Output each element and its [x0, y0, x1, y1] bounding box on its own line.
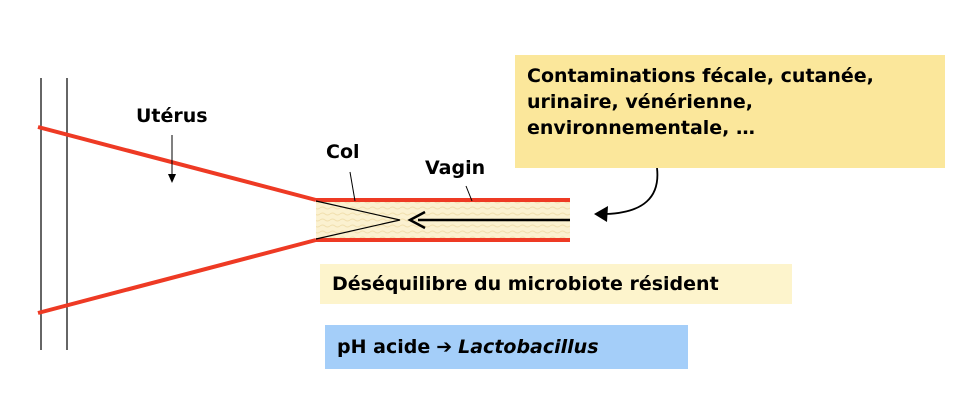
contamination-arrow-head: [594, 206, 608, 222]
col-label: Col: [326, 141, 360, 163]
col-pointer-line: [349, 171, 356, 202]
ascending-arrow-head: [407, 210, 426, 230]
vagin-label: Vagin: [425, 157, 486, 179]
uterus-wall-lower: [37, 238, 317, 315]
ph-text: pH acide: [337, 336, 431, 358]
contaminations-line-3: environnementale, …: [527, 117, 756, 139]
uterus-pointer-head: [168, 174, 176, 183]
dysbiosis-box: Déséquilibre du microbiote résident: [320, 264, 792, 304]
uterus-wall-upper: [37, 125, 317, 202]
cervix-shape: [315, 200, 401, 240]
contaminations-line-2: urinaire, vénérienne,: [527, 91, 753, 113]
ph-box: pH acide➔Lactobacillus: [325, 325, 688, 369]
uterus-label: Utérus: [136, 105, 208, 127]
right-arrow-icon: ➔: [436, 336, 453, 358]
vagin-pointer-line: [465, 185, 473, 202]
dysbiosis-text: Déséquilibre du microbiote résident: [332, 273, 719, 295]
contamination-curved-arrow: [605, 167, 659, 215]
contaminations-box: Contaminations fécale, cutanée, urinaire…: [515, 55, 945, 168]
lactobacillus-text: Lactobacillus: [458, 336, 599, 358]
contaminations-line-1: Contaminations fécale, cutanée,: [527, 65, 874, 87]
